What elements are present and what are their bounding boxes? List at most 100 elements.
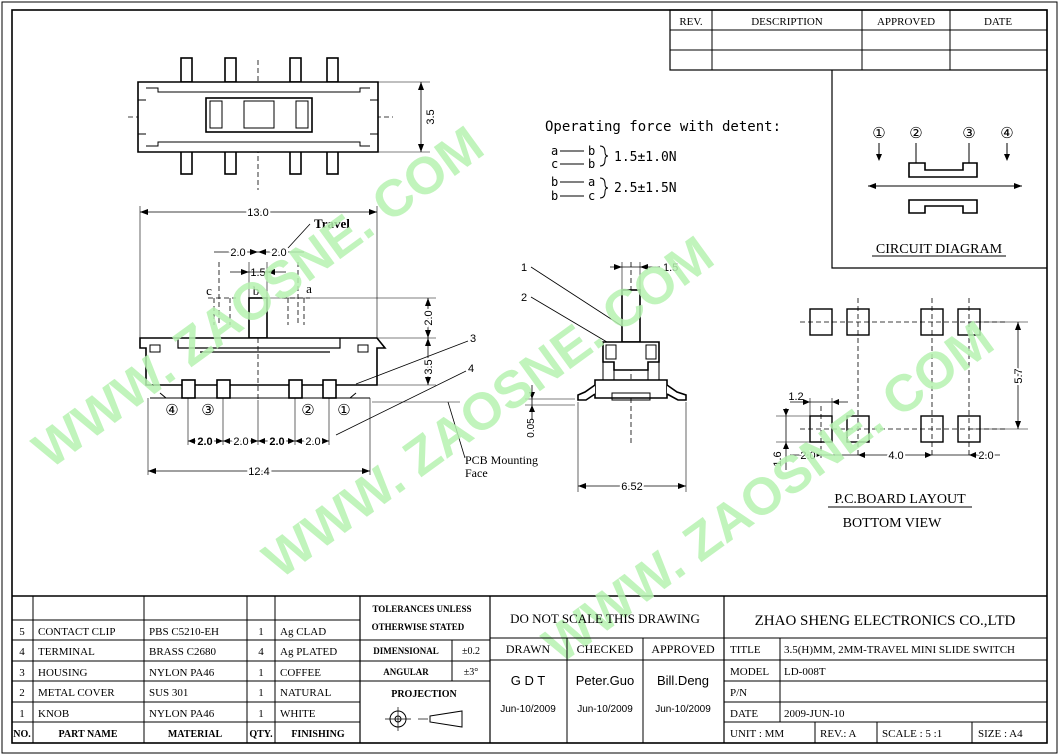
- scale-label: SCALE : 5 :1: [882, 728, 942, 740]
- bom-part: CONTACT CLIP: [38, 626, 115, 638]
- front-view: 13.0 Travel 2.0 2.0 1.5 c b a 2.0: [139, 205, 538, 480]
- bom-part: METAL COVER: [38, 687, 115, 699]
- circuit-pin-3: ③: [962, 126, 975, 142]
- circuit-title: CIRCUIT DIAGRAM: [876, 242, 1003, 257]
- angular-value: ±3°: [464, 667, 479, 678]
- pad-height-dim: 1.6: [772, 451, 784, 466]
- pitch-dim-4: 2.0: [305, 436, 320, 448]
- knob-height-dim: 2.0: [423, 310, 435, 325]
- circuit-pin-4: ④: [1000, 126, 1013, 142]
- callout-4: 4: [468, 363, 474, 375]
- top-view: 3.5: [128, 57, 437, 190]
- travel-dim-left: 2.0: [230, 247, 245, 259]
- pad-width-dim: 1.2: [788, 391, 803, 403]
- tolerance-block: TOLERANCES UNLESS OTHERWISE STATED DIMEN…: [360, 596, 491, 743]
- bom-qty: 1: [258, 687, 264, 699]
- footprint-width-dim: 12.4: [248, 466, 269, 478]
- title-value: 3.5(H)MM, 2MM-TRAVEL MINI SLIDE SWITCH: [784, 644, 1015, 656]
- bom-material: BRASS C2680: [149, 646, 216, 658]
- bom-qty: 4: [258, 646, 264, 658]
- side-offset-dim: 0.05: [526, 418, 537, 438]
- operating-force-note: Operating force with detent: a b c b 1.5…: [545, 119, 781, 203]
- pcb-dim-right: 2.0: [978, 450, 993, 462]
- title-block: ZHAO SHENG ELECTRONICS CO.,LTD TITLE 3.5…: [724, 613, 1047, 743]
- bom-material: PBS C5210-EH: [149, 626, 219, 638]
- tolerance-title-1: TOLERANCES UNLESS: [372, 604, 471, 614]
- drawn-header: DRAWN: [506, 642, 551, 656]
- bom-header-part: PART NAME: [59, 729, 118, 740]
- bom-no: 2: [19, 687, 25, 699]
- front-pin-1: ①: [337, 403, 350, 419]
- callout-1: 1: [521, 262, 527, 274]
- watermark-layer: WWW. ZAOSNE. COM WWW. ZAOSNE. COM WWW. Z…: [23, 115, 1004, 674]
- front-pin-2: ②: [301, 403, 314, 419]
- circuit-pin-2: ②: [909, 126, 922, 142]
- travel-label: Travel: [314, 216, 350, 231]
- bom-no: 3: [19, 667, 25, 679]
- projection-symbol-icon: [385, 707, 463, 731]
- pcb-title: P.C.BOARD LAYOUT: [834, 492, 966, 507]
- bom-no: 4: [19, 646, 25, 658]
- dimensional-label: DIMENSIONAL: [373, 646, 439, 656]
- pcb-dim-center: 4.0: [888, 450, 903, 462]
- bom-finish: Ag CLAD: [280, 626, 326, 638]
- callout-3: 3: [470, 333, 476, 345]
- bom-qty: 1: [258, 708, 264, 720]
- bom-finish: COFFEE: [280, 667, 321, 679]
- pcb-label-line-1: PCB Mounting: [465, 453, 538, 467]
- date-value: 2009-JUN-10: [784, 708, 845, 720]
- pitch-dim-2: 2.0: [233, 436, 248, 448]
- size-label: SIZE : A4: [978, 728, 1023, 740]
- bom-no: 1: [19, 708, 25, 720]
- drawn-by: G D T: [511, 673, 545, 688]
- force-line-4-from: b: [551, 189, 558, 203]
- company-name: ZHAO SHENG ELECTRONICS CO.,LTD: [755, 613, 1016, 629]
- description-header: DESCRIPTION: [751, 16, 823, 28]
- bom-finish: WHITE: [280, 708, 316, 720]
- force-line-3-from: b: [551, 175, 558, 189]
- pitch-dim-1: 2.0: [197, 436, 212, 448]
- bom-finish: NATURAL: [280, 687, 332, 699]
- dimensional-value: ±0.2: [462, 646, 480, 657]
- position-b: b: [253, 283, 260, 298]
- travel-dim-right: 2.0: [271, 247, 286, 259]
- bom-header-no: NO.: [13, 729, 31, 740]
- pcb-dim-left: 2.0: [800, 450, 815, 462]
- rev-header: REV.: [679, 16, 703, 28]
- checked-date: Jun-10/2009: [577, 704, 633, 715]
- top-height-dim: 3.5: [425, 109, 437, 124]
- model-label: MODEL: [730, 666, 769, 678]
- bom-material: SUS 301: [149, 687, 188, 699]
- approval-block: DO NOT SCALE THIS DRAWING DRAWN CHECKED …: [490, 596, 725, 743]
- title-label: TITLE: [730, 644, 761, 656]
- position-c: c: [206, 283, 212, 298]
- side-knob-width-dim: 1.5: [663, 262, 678, 274]
- rev-label: REV.: A: [820, 728, 857, 740]
- projection-label: PROJECTION: [391, 689, 457, 700]
- approved-header: APPROVED: [877, 16, 935, 28]
- approved-by: Bill.Deng: [657, 673, 709, 688]
- approved-header: APPROVED: [651, 642, 715, 656]
- pcb-layout: 5.7 1.2 1.6 2.0 4.0 2.0 P.C.BOARD LAYOUT…: [772, 298, 1028, 531]
- circuit-diagram: ① ② ③ ④ CIRCUIT DIAGRAM: [831, 70, 1047, 269]
- bom-qty: 1: [258, 626, 264, 638]
- bom-table: 5 CONTACT CLIP PBS C5210-EH 1 Ag CLAD 4 …: [12, 596, 361, 743]
- bom-header-finish: FINISHING: [291, 729, 345, 740]
- tolerance-title-2: OTHERWISE STATED: [372, 622, 465, 632]
- revision-block: REV. DESCRIPTION APPROVED DATE: [669, 9, 1048, 71]
- scale-notice: DO NOT SCALE THIS DRAWING: [510, 611, 700, 626]
- front-pin-3: ③: [201, 403, 214, 419]
- pitch-dim-3: 2.0: [269, 436, 284, 448]
- pcb-label-line-2: Face: [465, 466, 488, 480]
- force-line-3-to: a: [588, 175, 595, 189]
- model-value: LD-008T: [784, 666, 826, 678]
- bom-header-qty: QTY.: [249, 729, 273, 740]
- operating-force-heading: Operating force with detent:: [545, 119, 781, 135]
- bom-row: 2 METAL COVER SUS 301 1 NATURAL: [19, 687, 331, 699]
- overall-width-dim: 13.0: [247, 207, 268, 219]
- position-a: a: [306, 281, 312, 296]
- checked-by: Peter.Guo: [576, 673, 635, 688]
- angular-label: ANGULAR: [383, 667, 429, 677]
- date-header: DATE: [984, 16, 1012, 28]
